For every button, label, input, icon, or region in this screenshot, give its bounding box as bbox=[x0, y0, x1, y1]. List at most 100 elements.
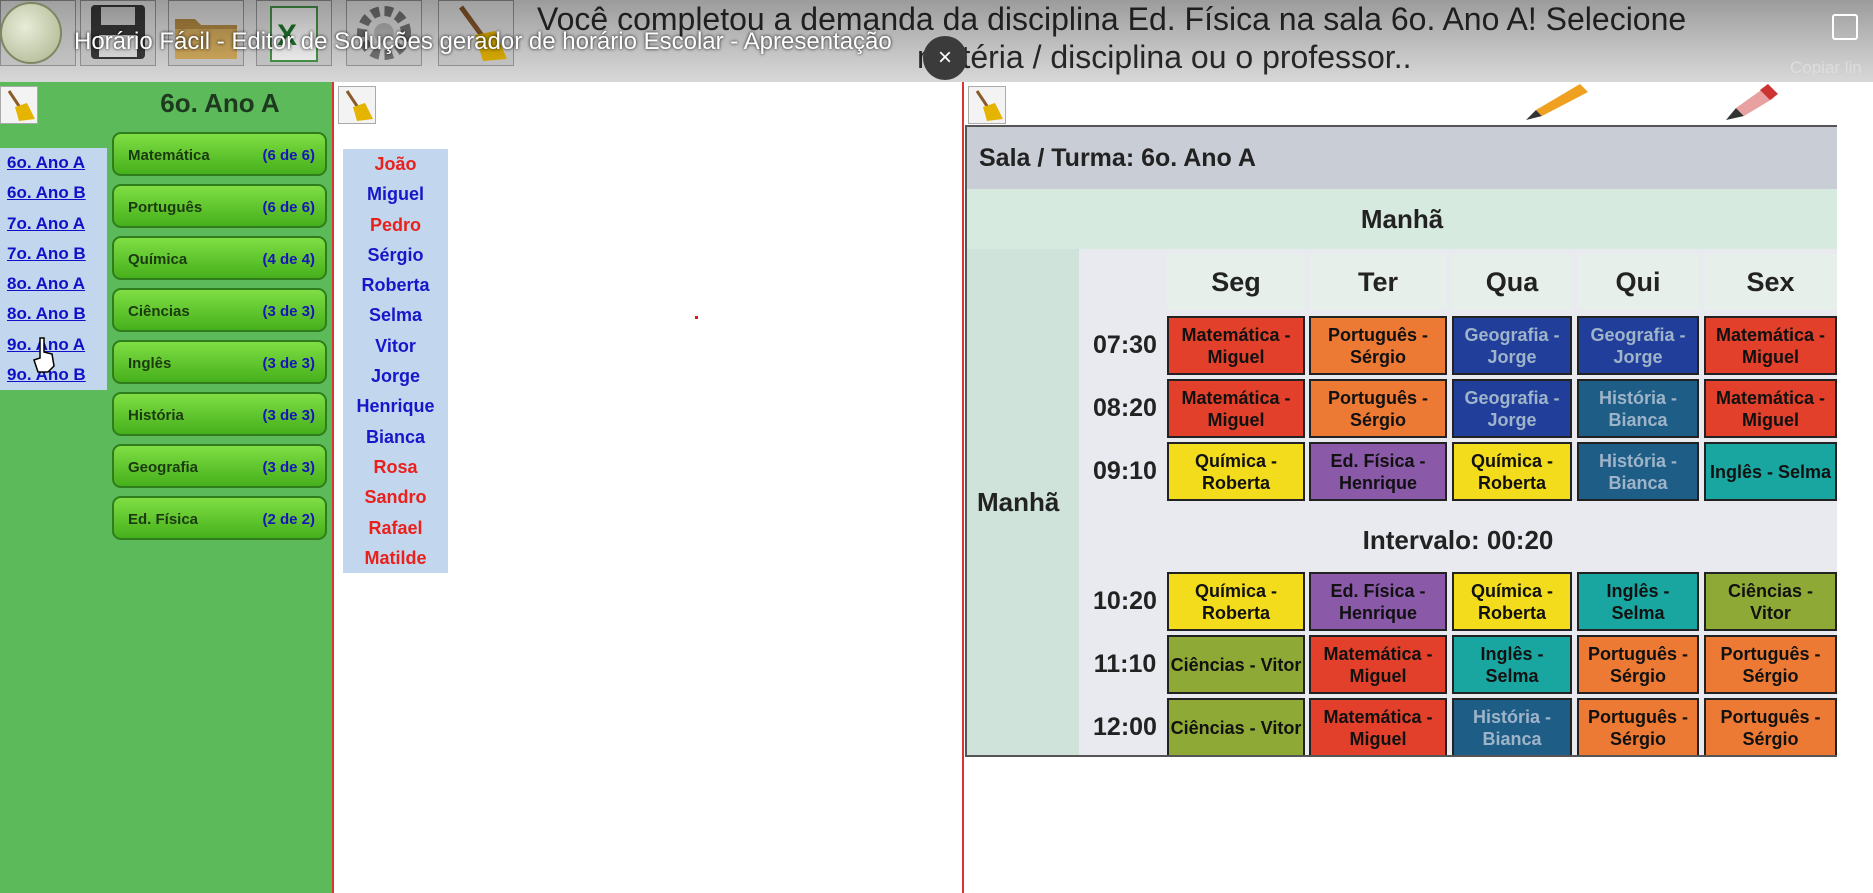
copy-icon bbox=[1832, 14, 1858, 40]
settings-gear-icon[interactable] bbox=[346, 0, 422, 66]
class-item[interactable]: 7o. Ano A bbox=[7, 213, 86, 233]
subject-button-quimica[interactable]: Química (4 de 4) bbox=[112, 236, 327, 280]
timetable-cell[interactable]: Geografia - Jorge bbox=[1452, 379, 1572, 438]
timetable-cell[interactable]: Português - Sérgio bbox=[1309, 316, 1447, 375]
teacher-item[interactable]: Matilde bbox=[364, 547, 427, 568]
timetable-header: Sala / Turma: 6o. Ano A bbox=[967, 127, 1837, 189]
class-item[interactable]: 6o. Ano A bbox=[7, 153, 86, 172]
teacher-item[interactable]: João bbox=[374, 154, 417, 174]
timetable-cell[interactable]: Português - Sérgio bbox=[1577, 698, 1699, 755]
timetable-cell[interactable]: Matemática - Miguel bbox=[1704, 316, 1837, 375]
subject-button-historia[interactable]: História (3 de 3) bbox=[112, 392, 327, 436]
subject-count: (3 de 3) bbox=[262, 355, 315, 372]
timetable-cell[interactable]: História - Bianca bbox=[1577, 379, 1699, 438]
subject-count: (6 de 6) bbox=[262, 199, 315, 216]
panel-divider bbox=[332, 82, 334, 893]
teacher-item[interactable]: Henrique bbox=[356, 396, 435, 417]
teacher-item[interactable]: Roberta bbox=[361, 275, 430, 296]
teacher-item[interactable]: Sérgio bbox=[367, 244, 424, 265]
timetable-cell[interactable]: Português - Sérgio bbox=[1704, 635, 1837, 694]
timetable-cell[interactable]: Inglês - Selma bbox=[1452, 635, 1572, 694]
close-button[interactable]: × bbox=[923, 36, 967, 80]
class-item[interactable]: 6o. Ano B bbox=[7, 183, 86, 203]
subject-name: Matemática bbox=[128, 147, 210, 164]
timetable-cell[interactable]: História - Bianca bbox=[1577, 442, 1699, 501]
timetable-cell[interactable]: Matemática - Miguel bbox=[1309, 635, 1447, 694]
timetable-cell[interactable]: Geografia - Jorge bbox=[1452, 316, 1572, 375]
timetable-cell[interactable]: Português - Sérgio bbox=[1577, 635, 1699, 694]
video-title[interactable]: Horário Fácil - Editor de Soluções gerad… bbox=[74, 28, 892, 55]
subject-name: Química bbox=[128, 251, 188, 268]
open-folder-icon[interactable] bbox=[168, 0, 244, 66]
day-header: Sex bbox=[1704, 254, 1837, 310]
channel-avatar[interactable] bbox=[0, 2, 62, 64]
subject-count: (4 de 4) bbox=[262, 251, 315, 268]
excel-export-icon[interactable]: X bbox=[256, 0, 332, 66]
subject-button-geografia[interactable]: Geografia (3 de 3) bbox=[112, 444, 327, 488]
shift-header: Manhã bbox=[1360, 204, 1444, 234]
time-label: 07:30 bbox=[1093, 331, 1157, 359]
broom-icon[interactable] bbox=[338, 86, 376, 124]
time-label: 12:00 bbox=[1093, 713, 1157, 741]
status-message-line1: Você completou a demanda da disciplina E… bbox=[537, 1, 1687, 37]
timetable-cell[interactable]: Português - Sérgio bbox=[1309, 379, 1447, 438]
teacher-item[interactable]: Jorge bbox=[370, 366, 421, 387]
timetable-cell[interactable]: Inglês - Selma bbox=[1704, 442, 1837, 501]
eraser-icon[interactable] bbox=[1720, 82, 1780, 124]
teacher-item[interactable]: Miguel bbox=[367, 184, 424, 205]
subject-name: Ciências bbox=[128, 303, 190, 320]
interval-label: Intervalo: 00:20 bbox=[1362, 525, 1554, 555]
timetable-cell[interactable]: Português - Sérgio bbox=[1704, 698, 1837, 755]
teacher-item[interactable]: Rosa bbox=[373, 456, 418, 477]
subject-count: (3 de 3) bbox=[262, 459, 315, 476]
teacher-item[interactable]: Selma bbox=[368, 305, 423, 326]
teacher-item[interactable]: Sandro bbox=[364, 487, 427, 508]
time-label: 10:20 bbox=[1093, 587, 1157, 615]
broom-icon[interactable] bbox=[0, 86, 38, 124]
timetable-cell[interactable]: Química - Roberta bbox=[1452, 442, 1572, 501]
timetable-cell[interactable]: Química - Roberta bbox=[1167, 572, 1305, 631]
timetable-cell[interactable]: Ciências - Vitor bbox=[1704, 572, 1837, 631]
time-label: 11:10 bbox=[1093, 650, 1157, 678]
day-header: Seg bbox=[1167, 254, 1305, 310]
timetable-cell[interactable]: Ed. Física - Henrique bbox=[1309, 442, 1447, 501]
timetable-cell[interactable]: Química - Roberta bbox=[1167, 442, 1305, 501]
teacher-item[interactable]: Vitor bbox=[375, 335, 416, 356]
timetable-cell[interactable]: Matemática - Miguel bbox=[1167, 316, 1305, 375]
timetable-cell[interactable]: História - Bianca bbox=[1452, 698, 1572, 755]
timetable-cell[interactable]: Inglês - Selma bbox=[1577, 572, 1699, 631]
status-message-line2: matéria / disciplina ou o professor.. bbox=[917, 39, 1412, 75]
class-item[interactable]: 7o. Ano B bbox=[7, 243, 86, 263]
subject-button-portugues[interactable]: Português (6 de 6) bbox=[112, 184, 327, 228]
class-title: 6o. Ano A bbox=[160, 88, 280, 118]
timetable: Sala / Turma: 6o. Ano A Manhã Manhã Inte… bbox=[965, 125, 1837, 757]
timetable-cell[interactable]: Ed. Física - Henrique bbox=[1309, 572, 1447, 631]
save-icon[interactable] bbox=[80, 0, 156, 66]
class-item[interactable]: 8o. Ano A bbox=[7, 274, 86, 294]
subject-button-ciencias[interactable]: Ciências (3 de 3) bbox=[112, 288, 327, 332]
pencil-icon[interactable] bbox=[1522, 82, 1592, 122]
copy-link-button[interactable]: Copiar lin bbox=[1790, 10, 1873, 80]
teacher-item[interactable]: Bianca bbox=[365, 426, 426, 447]
timetable-cell[interactable]: Matemática - Miguel bbox=[1704, 379, 1837, 438]
subject-count: (2 de 2) bbox=[262, 511, 315, 528]
timetable-cell[interactable]: Química - Roberta bbox=[1452, 572, 1572, 631]
class-item[interactable]: 8o. Ano B bbox=[7, 304, 86, 324]
subject-button-ed-fisica[interactable]: Ed. Física (2 de 2) bbox=[112, 496, 327, 540]
subject-button-matematica[interactable]: Matemática (6 de 6) bbox=[112, 132, 327, 176]
teacher-item[interactable]: Rafael bbox=[368, 517, 423, 538]
broom-icon[interactable] bbox=[968, 86, 1006, 124]
class-item[interactable]: 9o. Ano A bbox=[7, 334, 86, 354]
timetable-cell[interactable]: Ciências - Vitor bbox=[1167, 635, 1305, 694]
subject-button-ingles[interactable]: Inglês (3 de 3) bbox=[112, 340, 327, 384]
broom-clear-icon[interactable] bbox=[438, 0, 514, 66]
class-item[interactable]: 9o. Ano B bbox=[7, 365, 86, 385]
timetable-cell[interactable]: Matemática - Miguel bbox=[1167, 379, 1305, 438]
timetable-cell[interactable]: Matemática - Miguel bbox=[1309, 698, 1447, 755]
status-message: Você completou a demanda da disciplina E… bbox=[537, 0, 1873, 80]
teacher-item[interactable]: Pedro bbox=[369, 214, 421, 235]
timetable-cell[interactable]: Geografia - Jorge bbox=[1577, 316, 1699, 375]
shift-side-label: Manhã bbox=[967, 249, 1079, 755]
timetable-cell[interactable]: Ciências - Vitor bbox=[1167, 698, 1305, 755]
